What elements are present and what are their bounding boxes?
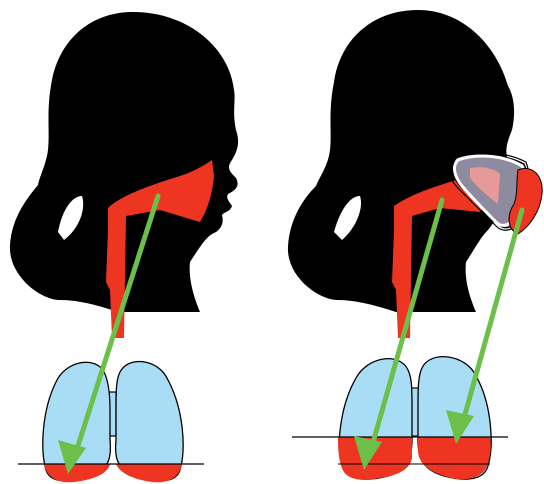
lungs-icon bbox=[18, 362, 204, 483]
left-panel bbox=[10, 12, 238, 482]
right-panel bbox=[288, 10, 542, 480]
deposition-left-icon bbox=[44, 464, 110, 482]
